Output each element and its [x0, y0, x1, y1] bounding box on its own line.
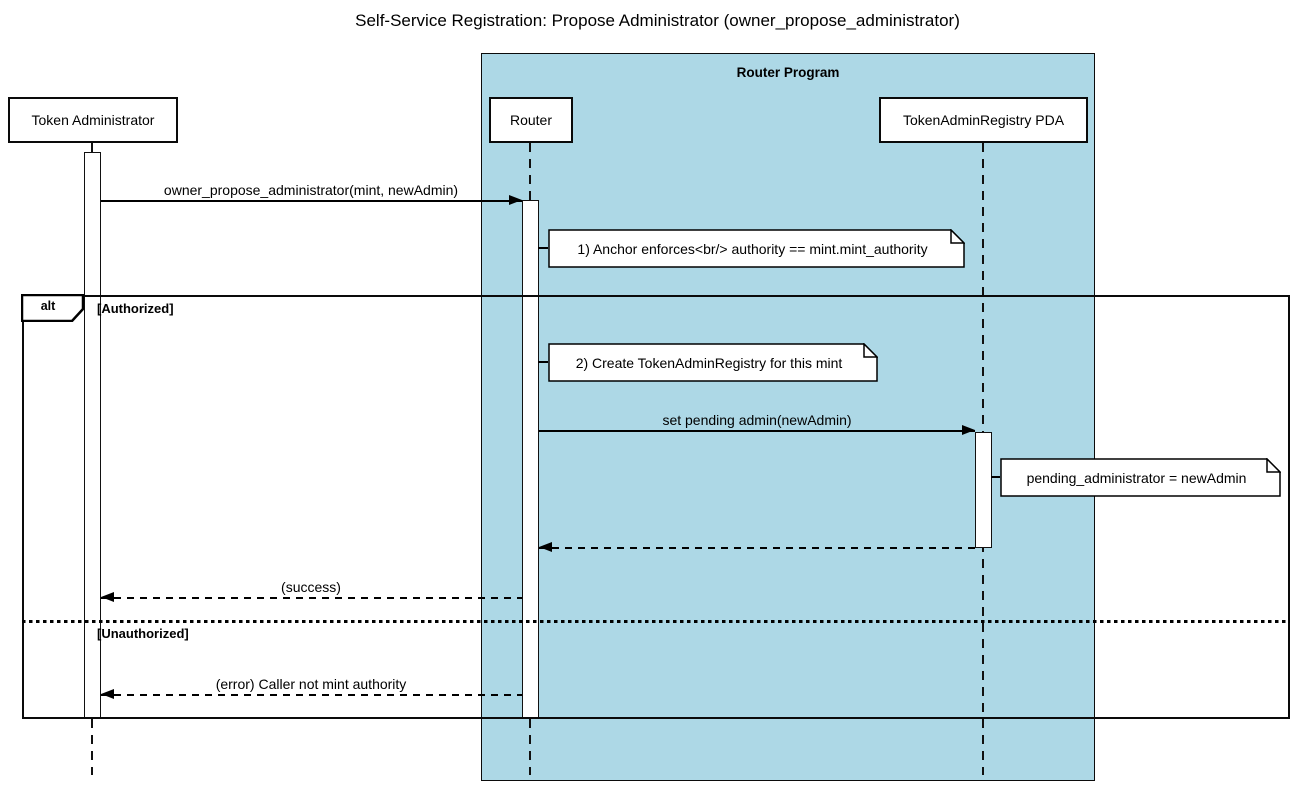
arrowhead-left-icon [539, 542, 552, 552]
note-anchor-enforces: 1) Anchor enforces<br/> authority == min… [577, 240, 928, 257]
note-connector [538, 361, 548, 363]
participant-token-admin-registry-pda: TokenAdminRegistry PDA [879, 97, 1088, 143]
arrowhead-left-icon [101, 592, 114, 602]
message-set-pending-line [539, 430, 975, 432]
note-create-registry-shape [548, 343, 878, 382]
message-success-line [101, 597, 522, 599]
participant-router: Router [489, 97, 573, 143]
participant-token-admin-registry-pda-label: TokenAdminRegistry PDA [902, 112, 1065, 128]
note-pending-admin-shape [1000, 458, 1281, 497]
arrowhead-left-icon [101, 689, 114, 699]
message-propose-line [101, 200, 522, 202]
alt-divider [22, 620, 1290, 623]
alt-operator-pentagon [21, 294, 85, 322]
activation-bar-token-admin-registry-pda [975, 432, 992, 548]
router-program-label: Router Program [736, 65, 840, 80]
participant-router-label: Router [509, 112, 553, 128]
message-error-line [101, 694, 522, 696]
participant-token-administrator: Token Administrator [8, 97, 178, 143]
note-anchor-enforces-shape [548, 229, 965, 268]
message-return-line [539, 547, 975, 549]
branch-label-unauthorized: [Unauthorized] [97, 626, 189, 641]
note-connector [538, 247, 548, 249]
alt-frame [22, 295, 1290, 719]
note-connector [991, 476, 1000, 478]
participant-token-administrator-label: Token Administrator [31, 112, 155, 128]
router-program-container [481, 53, 1095, 781]
arrowhead-right-icon [962, 425, 975, 435]
alt-operator-label: alt [40, 299, 56, 313]
lifeline-stub-token-administrator [91, 142, 93, 153]
arrowhead-right-icon [509, 195, 522, 205]
note-pending-admin: pending_administrator = newAdmin [1026, 469, 1247, 486]
branch-label-authorized: [Authorized] [97, 301, 174, 316]
message-propose-label: owner_propose_administrator(mint, newAdm… [163, 182, 459, 198]
message-set-pending-label: set pending admin(newAdmin) [662, 412, 852, 428]
message-success-label: (success) [281, 579, 341, 595]
message-error-label: (error) Caller not mint authority [215, 676, 407, 692]
diagram-title: Self-Service Registration: Propose Admin… [355, 11, 960, 30]
note-create-registry: 2) Create TokenAdminRegistry for this mi… [575, 354, 843, 371]
